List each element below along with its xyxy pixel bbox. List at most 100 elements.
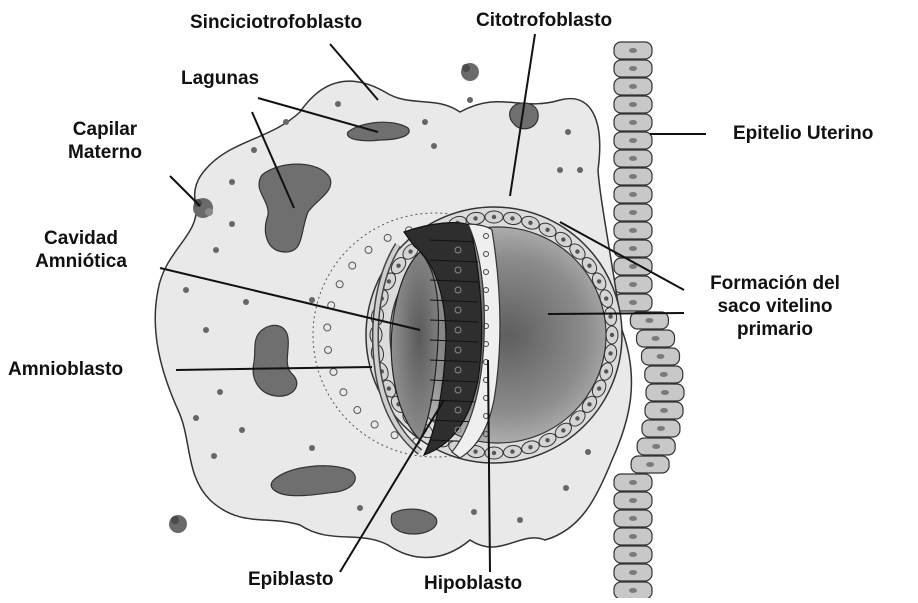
epithelial-nucleus [661,390,669,395]
nucleus-dot [517,517,523,523]
label-capilar-line1: Capilar [54,118,156,141]
label-capilar-materno: Capilar Materno [54,118,156,164]
nucleus-dot [309,445,315,451]
nucleus-dot [229,221,235,227]
epithelial-nucleus [629,534,637,539]
epithelial-nucleus [629,570,637,575]
epithelial-nucleus [660,372,668,377]
cytotrophoblast-nucleus [510,449,514,453]
epithelial-nucleus [629,498,637,503]
nucleus-dot [422,119,428,125]
epithelial-nucleus [629,102,637,107]
nucleus-dot [193,415,199,421]
nucleus-dot [203,327,209,333]
epithelial-nucleus [629,282,637,287]
cytotrophoblast-nucleus [545,438,549,442]
nucleus-dot [467,97,473,103]
cytotrophoblast-nucleus [587,402,591,406]
nucleus-dot [577,167,583,173]
leader-formacion-2 [548,313,684,314]
nucleus-dot [565,129,571,135]
epithelial-nucleus [629,192,637,197]
cytotrophoblast-nucleus [597,279,601,283]
cytotrophoblast-nucleus [473,216,477,220]
cytotrophoblast-nucleus [387,386,391,390]
epithelial-nucleus [645,318,653,323]
epithelial-nucleus [629,246,637,251]
cytotrophoblast-nucleus [528,445,532,449]
cytotrophoblast-nucleus [597,386,601,390]
label-formacion-line1: Formación del [690,272,860,295]
epithelial-nucleus [629,174,637,179]
cytotrophoblast-nucleus [396,263,400,267]
cytotrophoblast-nucleus [604,369,608,373]
cytotrophoblast-nucleus [387,279,391,283]
epithelial-nucleus [629,480,637,485]
nucleus-dot [563,485,569,491]
label-formacion-line3: primario [690,318,860,341]
label-capilar-line2: Materno [54,141,156,164]
label-formacion-saco-vitelino: Formación del saco vitelino primario [690,272,860,341]
cytotrophoblast-nucleus [545,228,549,232]
epithelial-nucleus [629,138,637,143]
nucleus-dot [217,389,223,395]
epithelial-nucleus [657,354,665,359]
cytotrophoblast-nucleus [408,249,412,253]
cytotrophoblast-nucleus [528,221,532,225]
label-cavidad-amniotica: Cavidad Amniótica [16,227,146,273]
nucleus-dot [251,147,257,153]
nucleus-dot [183,287,189,293]
cytotrophoblast-nucleus [492,451,496,455]
label-sinciciotrofoblasto: Sinciciotrofoblasto [190,11,362,34]
epithelial-nucleus [629,156,637,161]
cytotrophoblast-nucleus [610,333,614,337]
epithelial-nucleus [629,84,637,89]
label-hipoblasto: Hipoblasto [424,572,522,595]
label-cavidad-line1: Cavidad [16,227,146,250]
nucleus-dot [357,505,363,511]
epithelial-nucleus [660,408,668,413]
nucleus-dot [211,453,217,459]
label-citotrofoblasto: Citotrofoblasto [476,9,612,32]
cytotrophoblast-nucleus [473,449,477,453]
label-formacion-line2: saco vitelino [690,295,860,318]
epithelial-nucleus [646,462,654,467]
epithelial-nucleus [629,48,637,53]
epithelial-nucleus [629,228,637,233]
cytotrophoblast-nucleus [492,215,496,219]
nucleus-dot [243,299,249,305]
label-lagunas: Lagunas [181,67,259,90]
label-epitelio-uterino: Epitelio Uterino [733,122,873,145]
nucleus-dot [229,179,235,185]
epithelial-nucleus [652,336,660,341]
cytotrophoblast-nucleus [608,351,612,355]
nucleus-dot [471,509,477,515]
epithelial-nucleus [652,444,660,449]
cytotrophoblast-nucleus [604,296,608,300]
label-cavidad-line2: Amniótica [16,250,146,273]
epithelial-nucleus [629,300,637,305]
label-epiblasto: Epiblasto [248,568,334,591]
epithelial-nucleus [629,588,637,593]
nucleus-dot [557,167,563,173]
nucleus-dot [283,119,289,125]
nucleus-dot [431,143,437,149]
cytotrophoblast-nucleus [510,216,514,220]
epithelial-nucleus [629,552,637,557]
nucleus-dot [585,449,591,455]
cytotrophoblast-nucleus [608,314,612,318]
epithelial-nucleus [629,516,637,521]
nucleus-dot [309,297,315,303]
epithelial-nucleus [629,210,637,215]
epithelial-nucleus [629,264,637,269]
nucleus-dot [213,247,219,253]
label-amnioblasto: Amnioblasto [8,358,123,381]
epithelial-nucleus [629,66,637,71]
nucleus-dot [239,427,245,433]
cytotrophoblast-nucleus [575,249,579,253]
cytotrophoblast-nucleus [587,263,591,267]
epithelial-nucleus [629,120,637,125]
uterine-epithelium [614,42,684,598]
nucleus-dot [335,101,341,107]
